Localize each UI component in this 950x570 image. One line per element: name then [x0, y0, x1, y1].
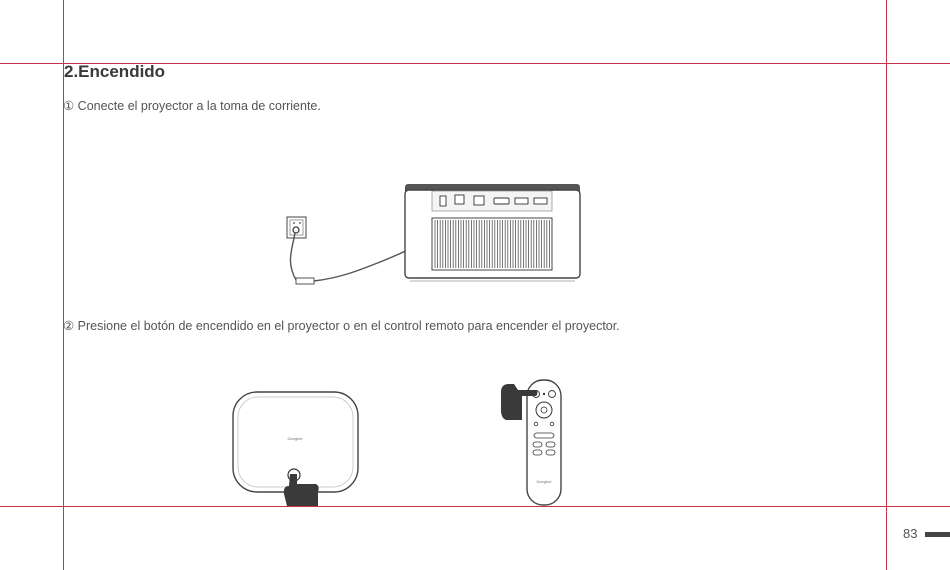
remote-brand-label: Dangbei — [537, 479, 552, 484]
page-number-bar — [925, 532, 950, 537]
page-number: 83 — [903, 526, 917, 541]
